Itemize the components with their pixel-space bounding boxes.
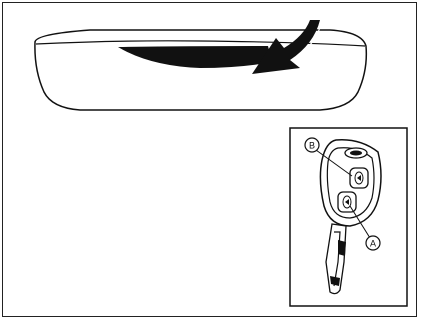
housing-opening <box>118 46 272 68</box>
remote-key-icon <box>319 139 382 295</box>
curved-arrow-icon <box>252 19 323 74</box>
callout-b: B <box>304 137 353 177</box>
remote-housing <box>34 29 368 111</box>
callout-b-label: B <box>309 141 315 151</box>
key-inset: B A <box>289 127 408 307</box>
callout-a-label: A <box>370 239 376 249</box>
callout-a: A <box>349 205 381 251</box>
